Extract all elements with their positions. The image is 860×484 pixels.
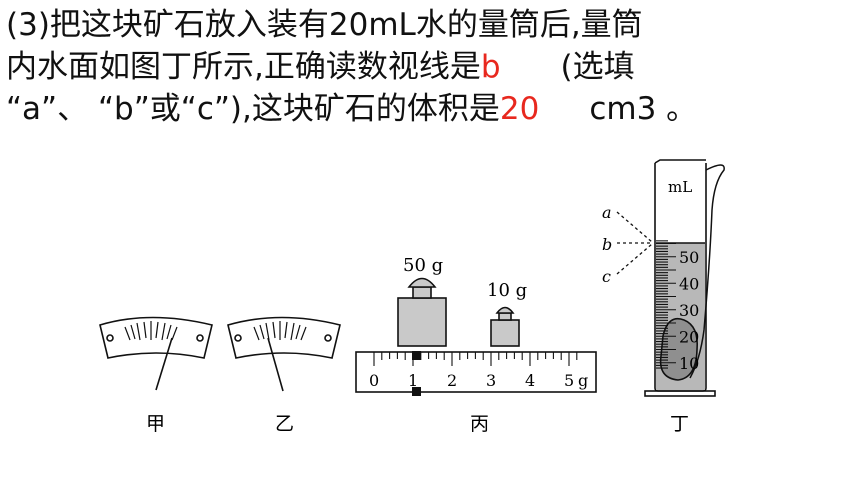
question-line-2-suffix: (选填 — [560, 49, 635, 85]
balance-dial-yi — [227, 316, 341, 392]
cylinder-number: 40 — [679, 274, 699, 293]
weight-10g — [490, 306, 520, 347]
ruler-number: 1 — [408, 371, 418, 390]
sight-line-b: b — [602, 235, 612, 254]
cylinder-number: 50 — [679, 248, 699, 267]
ruler-number: 2 — [447, 371, 457, 390]
question-line-3: “a”、 “b”或“c”),这块矿石的体积是20 cm3 。 — [6, 88, 856, 130]
ruler-number: 5 — [564, 371, 574, 390]
cylinder-number: 30 — [679, 301, 699, 320]
cylinder-number: 20 — [679, 327, 699, 346]
label-bing: 丙 — [470, 413, 489, 435]
question-line-2: 内水面如图丁所示,正确读数视线是b (选填 — [6, 46, 856, 88]
sight-line-c: c — [602, 267, 611, 286]
cylinder-number: 10 — [679, 354, 699, 373]
balance-dial-jia — [99, 316, 213, 391]
question-line-1: (3)把这块矿石放入装有20mL水的量筒后,量筒 — [6, 4, 856, 46]
label-yi: 乙 — [275, 413, 294, 435]
weight-50g-label: 50 g — [403, 255, 443, 276]
answer-sight-line: b — [480, 49, 501, 85]
question-line-2-text: 内水面如图丁所示,正确读数视线是 — [6, 49, 481, 85]
question-text: (3)把这块矿石放入装有20mL水的量筒后,量筒 内水面如图丁所示,正确读数视线… — [6, 4, 856, 130]
measuring-cylinder — [644, 159, 725, 397]
label-ding: 丁 — [670, 413, 689, 435]
weight-10g-label: 10 g — [487, 280, 527, 301]
question-line-3-text: “a”、 “b”或“c”),这块矿石的体积是 — [6, 91, 500, 127]
question-line-1-text: (3)把这块矿石放入装有20mL水的量筒后,量筒 — [6, 7, 643, 43]
sight-line-a: a — [602, 203, 612, 222]
ruler-number: 0 — [369, 371, 379, 390]
weight-50g — [397, 277, 447, 347]
ruler-number: 3 — [486, 371, 496, 390]
label-jia: 甲 — [146, 413, 165, 435]
ruler-unit: g — [578, 371, 588, 390]
cylinder-unit: mL — [668, 178, 692, 196]
balance-ruler — [355, 351, 597, 396]
answer-volume: 20 — [499, 91, 540, 127]
ruler-number: 4 — [525, 371, 535, 390]
sight-lines — [616, 211, 653, 275]
question-line-3-suffix: cm3 。 — [589, 91, 698, 127]
